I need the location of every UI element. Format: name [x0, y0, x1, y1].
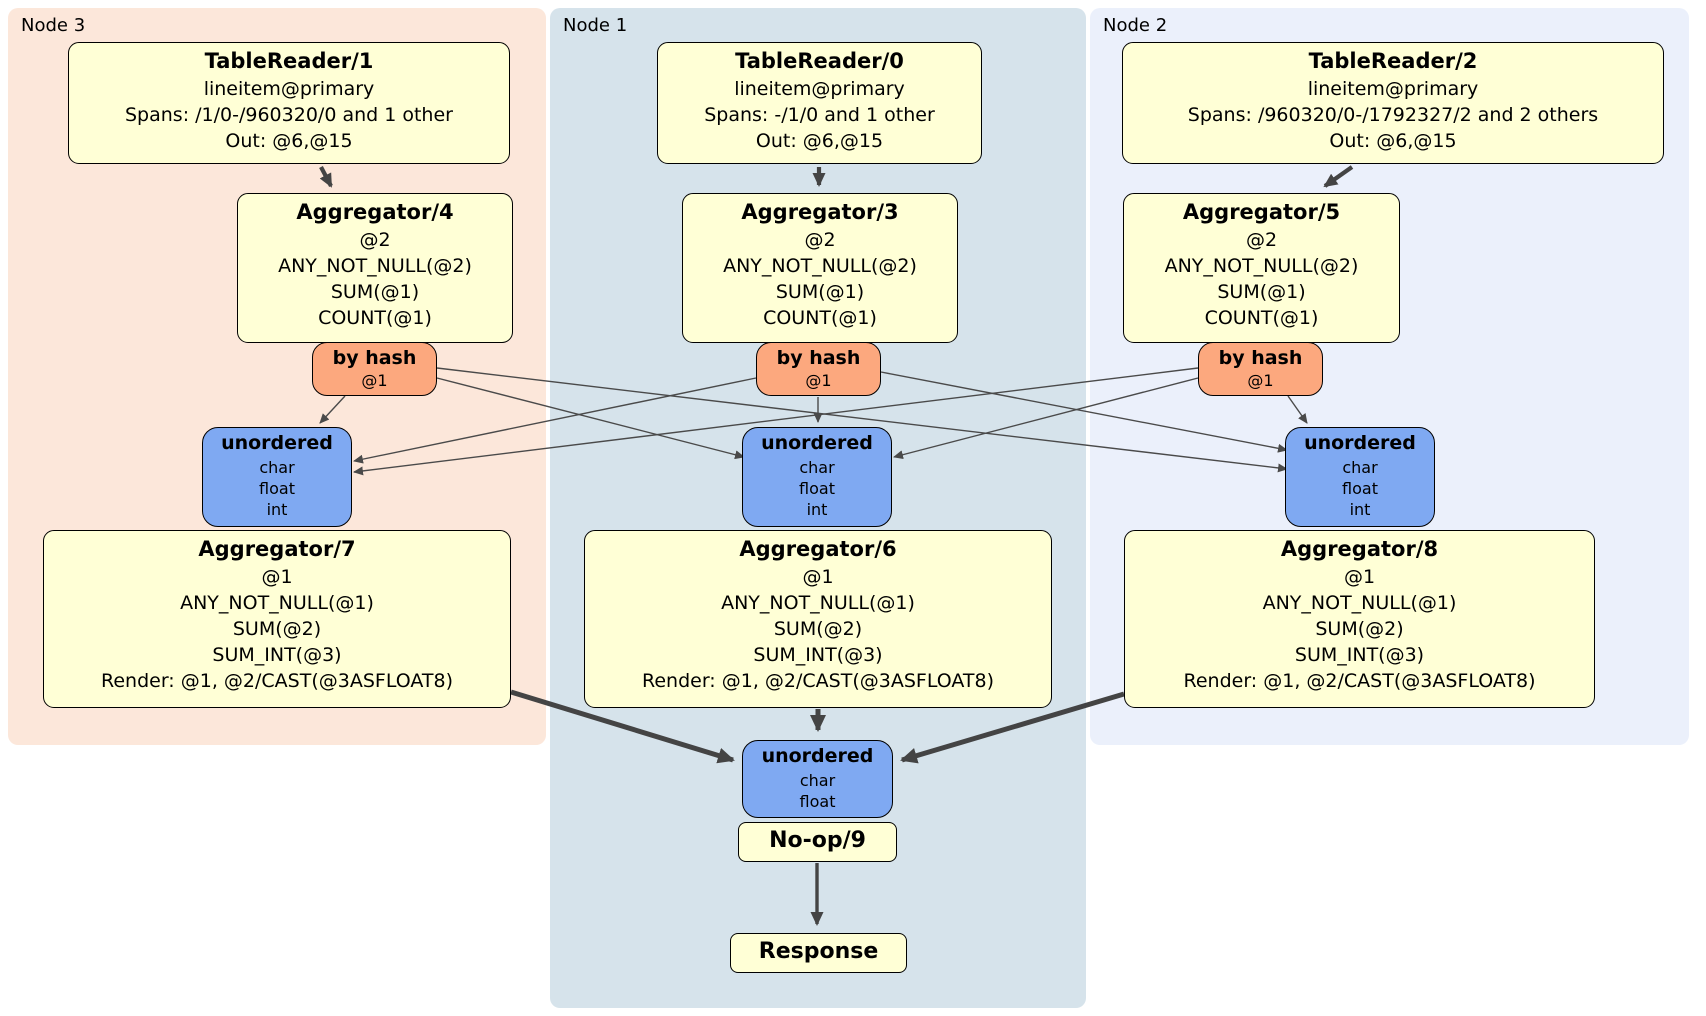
processor-detail: Render: @1, @2/CAST(@3ASFLOAT8): [101, 670, 453, 692]
node-label: Node 1: [563, 15, 628, 36]
processor-detail: ANY_NOT_NULL(@1): [1262, 592, 1457, 614]
processor-title: TableReader/1: [204, 49, 374, 73]
node-label: Node 3: [21, 15, 86, 36]
sync-title: unordered: [221, 432, 333, 454]
processor-detail: SUM_INT(@3): [212, 644, 342, 666]
processor-title: Aggregator/3: [741, 200, 899, 224]
processor-detail: lineitem@primary: [203, 78, 375, 100]
processor-detail: Out: @6,@15: [1329, 130, 1457, 152]
router-by-hash-node2: by hash @1: [1198, 342, 1323, 396]
processor-title: Aggregator/4: [296, 200, 454, 224]
sync-title: unordered: [761, 432, 873, 454]
processor-detail: SUM_INT(@3): [753, 644, 883, 666]
processor-title: Aggregator/8: [1280, 537, 1439, 561]
processor-title: Aggregator/5: [1182, 200, 1341, 224]
sync-detail: int: [1349, 500, 1371, 519]
processor-detail: Spans: /960320/0-/1792327/2 and 2 others: [1187, 104, 1599, 126]
processor-title: TableReader/2: [1308, 49, 1478, 73]
processor-detail: SUM(@2): [1315, 618, 1404, 640]
processor-detail: SUM(@1): [775, 281, 865, 303]
processor-title: Aggregator/7: [198, 537, 356, 561]
processor-detail: ANY_NOT_NULL(@2): [723, 255, 917, 277]
processor-detail: @1: [261, 566, 293, 588]
processor-detail: COUNT(@1): [318, 307, 432, 329]
processor-title: TableReader/0: [735, 49, 904, 73]
processor-detail: @1: [1343, 566, 1376, 588]
sync-detail: float: [799, 792, 836, 811]
router-by-hash-node3: by hash @1: [312, 342, 437, 396]
processor-detail: lineitem@primary: [1307, 78, 1479, 100]
router-detail: @1: [361, 371, 388, 390]
processor-detail: ANY_NOT_NULL(@2): [278, 255, 472, 277]
sync-detail: float: [259, 479, 295, 498]
processor-title: Aggregator/6: [739, 537, 897, 561]
processor-noop-9: No-op/9: [738, 822, 897, 862]
sync-detail: char: [799, 771, 836, 790]
processor-tablereader-1: TableReader/1 lineitem@primary Spans: /1…: [68, 42, 510, 164]
processor-detail: SUM(@1): [330, 281, 420, 303]
router-by-hash-node1: by hash @1: [756, 342, 881, 396]
processor-aggregator-3: Aggregator/3 @2 ANY_NOT_NULL(@2) SUM(@1)…: [682, 193, 958, 343]
sync-unordered-node1: unordered char float int: [742, 427, 892, 527]
processor-title: Response: [758, 939, 879, 964]
processor-detail: @2: [359, 229, 391, 251]
sync-unordered-node3: unordered char float int: [202, 427, 352, 527]
processor-aggregator-4: Aggregator/4 @2 ANY_NOT_NULL(@2) SUM(@1)…: [237, 193, 513, 343]
sync-detail: char: [1342, 458, 1378, 477]
processor-detail: ANY_NOT_NULL(@1): [180, 592, 374, 614]
processor-detail: Render: @1, @2/CAST(@3ASFLOAT8): [642, 670, 994, 692]
sync-detail: float: [1342, 479, 1378, 498]
processor-detail: SUM(@2): [773, 618, 863, 640]
processor-aggregator-8: Aggregator/8 @1 ANY_NOT_NULL(@1) SUM(@2)…: [1124, 530, 1595, 708]
sync-detail: int: [266, 500, 288, 519]
response-box: Response: [730, 933, 907, 973]
router-detail: @1: [805, 371, 832, 390]
processor-detail: Spans: /1/0-/960320/0 and 1 other: [125, 104, 453, 126]
processor-detail: lineitem@primary: [734, 78, 905, 100]
processor-detail: Out: @6,@15: [225, 130, 353, 152]
processor-detail: Render: @1, @2/CAST(@3ASFLOAT8): [1183, 670, 1536, 692]
processor-title: No-op/9: [769, 828, 866, 853]
processor-detail: ANY_NOT_NULL(@2): [1164, 255, 1359, 277]
processor-detail: COUNT(@1): [763, 307, 877, 329]
processor-detail: SUM_INT(@3): [1294, 644, 1425, 666]
processor-tablereader-0: TableReader/0 lineitem@primary Spans: -/…: [657, 42, 982, 164]
sync-detail: char: [799, 458, 835, 477]
sync-title: unordered: [761, 745, 874, 767]
processor-aggregator-7: Aggregator/7 @1 ANY_NOT_NULL(@1) SUM(@2)…: [43, 530, 511, 708]
router-title: by hash: [776, 347, 861, 369]
processor-detail: @2: [804, 229, 836, 251]
processor-detail: @2: [1245, 229, 1278, 251]
processor-aggregator-6: Aggregator/6 @1 ANY_NOT_NULL(@1) SUM(@2)…: [584, 530, 1052, 708]
sync-unordered-node2: unordered char float int: [1285, 427, 1435, 527]
processor-detail: Out: @6,@15: [755, 130, 884, 152]
router-detail: @1: [1247, 371, 1274, 390]
node-label: Node 2: [1103, 15, 1168, 36]
sync-detail: float: [799, 479, 835, 498]
processor-tablereader-2: TableReader/2 lineitem@primary Spans: /9…: [1122, 42, 1664, 164]
sync-detail: int: [806, 500, 828, 519]
sync-title: unordered: [1304, 432, 1416, 454]
processor-detail: SUM(@2): [232, 618, 322, 640]
sync-detail: char: [259, 458, 295, 477]
processor-detail: Spans: -/1/0 and 1 other: [704, 104, 935, 126]
processor-aggregator-5: Aggregator/5 @2 ANY_NOT_NULL(@2) SUM(@1)…: [1123, 193, 1400, 343]
router-title: by hash: [1218, 347, 1303, 369]
processor-detail: COUNT(@1): [1204, 307, 1319, 329]
processor-detail: ANY_NOT_NULL(@1): [721, 592, 915, 614]
sync-unordered-final: unordered char float: [742, 740, 893, 818]
router-title: by hash: [332, 347, 417, 369]
processor-detail: SUM(@1): [1217, 281, 1306, 303]
processor-detail: @1: [802, 566, 834, 588]
